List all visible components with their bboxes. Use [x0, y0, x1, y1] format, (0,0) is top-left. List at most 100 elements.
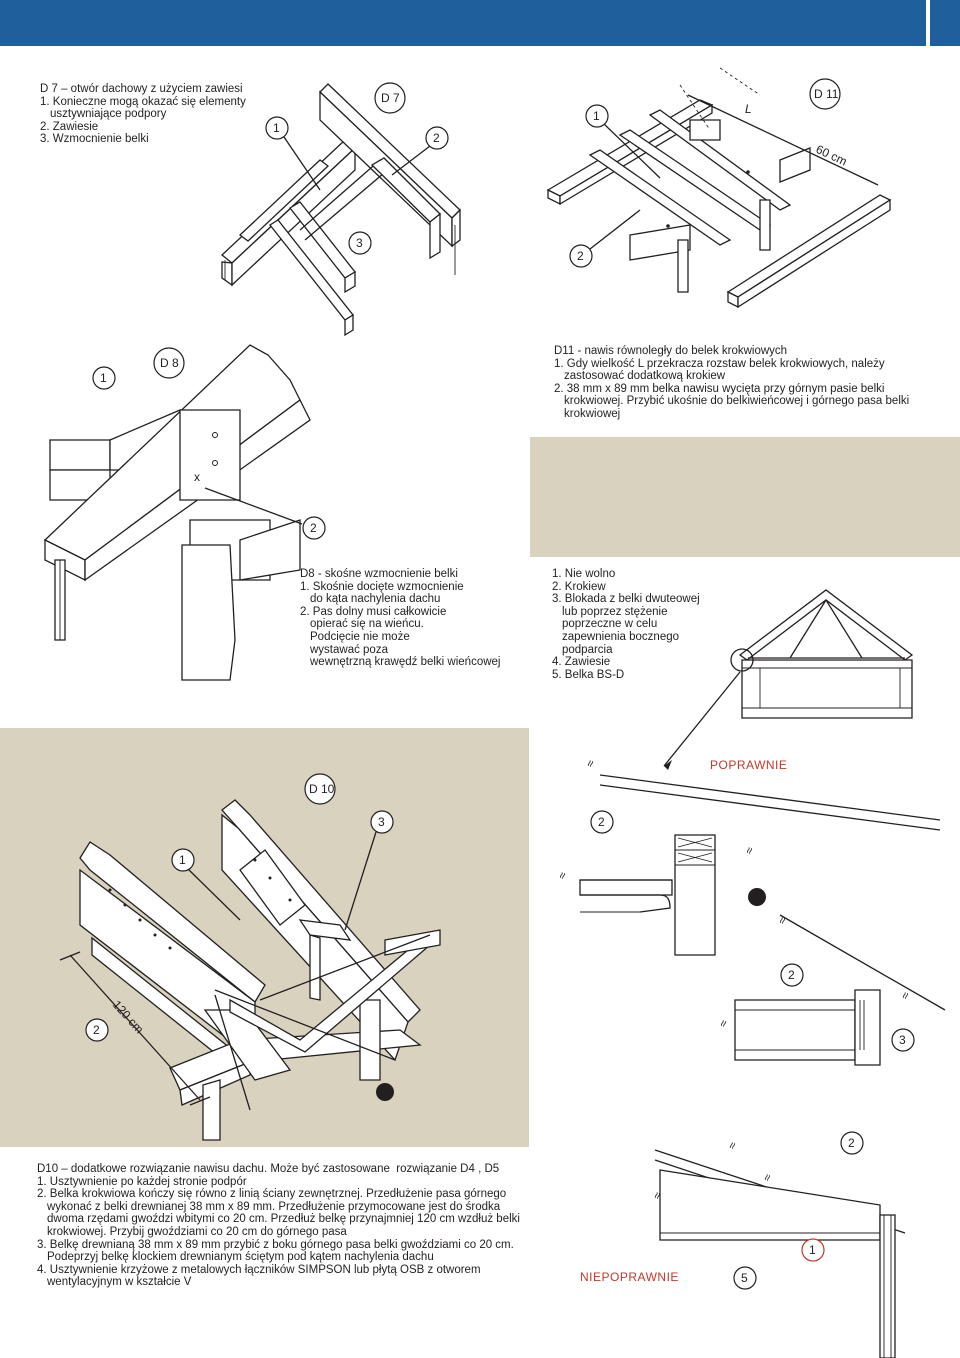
legend-item: 1. Nie wolno: [552, 568, 616, 580]
d8-description: D8 - skośne wzmocnienie belki 1. Skośnie…: [300, 568, 500, 669]
d10-callout-3: [370, 810, 394, 834]
svg-text:≈: ≈: [725, 1140, 741, 1151]
d10-tag-circle: [304, 773, 336, 805]
detail-incorrect-c: ≈ ≈ ≈ 2 1 5: [650, 1131, 906, 1358]
correct-label: POPRAWNIE: [710, 758, 788, 772]
detail-c-callout-5: [733, 1266, 757, 1290]
d11-title: D11 - nawis równoległy do belek krokwiow…: [554, 345, 788, 357]
d10-item: Podeprzyj belkę klockiem drewnianym ścię…: [47, 1251, 434, 1264]
d7-tag: D 7: [381, 91, 400, 105]
d10-description: D10 – dodatkowe rozwiązanie nawisu dachu…: [37, 1163, 520, 1289]
legend-item: 4. Zawiesie: [552, 656, 611, 669]
svg-text:2: 2: [788, 968, 795, 982]
d10-callout-1: [171, 848, 195, 872]
d11-item: 1. Gdy wielkość L przekracza rozstaw bel…: [554, 357, 885, 370]
d7-item: usztywniające podpory: [50, 108, 167, 121]
d10-callout-2: [85, 1018, 109, 1042]
d7-item: 3. Wzmocnienie belki: [40, 133, 149, 146]
d7-callout-1: [265, 116, 289, 140]
svg-text:1: 1: [593, 109, 600, 123]
d10-item: wykonać z belki drewnianej 38 mm x 89 mm…: [47, 1200, 501, 1213]
d8-x-mark: x: [194, 470, 200, 484]
d11-dim-l: L: [745, 102, 752, 116]
detail-b-callout-2: [780, 963, 804, 987]
d11-item: zastosować dodatkową krokiew: [564, 370, 726, 383]
detail-b-callout-3: [891, 1028, 915, 1052]
d10-dim: 120 cm: [110, 998, 147, 1037]
svg-text:≈: ≈: [898, 990, 914, 1001]
svg-text:≈: ≈: [555, 870, 571, 881]
d11-callout-2: [569, 244, 593, 268]
svg-text:≈: ≈: [650, 1190, 666, 1201]
d7-title: D 7 – otwór dachowy z użyciem zawiesi: [40, 83, 243, 95]
detail-c-callout-2: [840, 1131, 864, 1155]
legend-item: 3. Blokada z belki dwuteowej: [552, 593, 700, 606]
detail-c-callout-1: [801, 1238, 825, 1262]
svg-text:≈: ≈: [760, 1172, 776, 1183]
d7-drawing: [221, 83, 461, 337]
d8-item: 1. Skośnie docięte wzmocnienie: [300, 580, 464, 593]
d10-drawing: [59, 799, 441, 1141]
legend-right: 1. Nie wolno 2. Krokiew 3. Blokada z bel…: [552, 568, 700, 681]
d11-item: krokwiowej. Przybić ukośnie do belkiwień…: [564, 395, 910, 408]
d8-drawing: x: [43, 344, 311, 681]
d11-item: krokwiowej: [564, 407, 621, 420]
d10-item: 2. Belka krokwiowa kończy się równo z li…: [37, 1188, 507, 1201]
d11-dim-60: 60 cm: [814, 142, 850, 169]
corner-tab: [926, 0, 960, 46]
d8-item: wewnętrzną krawędź belki wieńcowej: [310, 656, 501, 669]
svg-text:2: 2: [433, 131, 440, 145]
svg-text:2: 2: [848, 1136, 855, 1150]
svg-text:1: 1: [273, 121, 280, 135]
d8-title: D8 - skośne wzmocnienie belki: [300, 568, 458, 580]
detail-correct-b: ≈ ≈ ≈ 2 3: [716, 914, 946, 1066]
legend-item: zapewnienia bocznego: [562, 630, 680, 643]
header-bar: [0, 0, 926, 46]
legend-item: poprzeczne w celu: [562, 618, 658, 631]
legend-item: 5. Belka BS-D: [552, 668, 625, 681]
d7-tag-circle: [374, 82, 406, 114]
zoom-circle: [730, 648, 754, 672]
d10-tag: D 10: [309, 782, 335, 796]
d8-callouts: D 8 1 2: [92, 347, 326, 540]
d8-callout-2: [302, 516, 326, 540]
legend-item: 2. Krokiew: [552, 580, 606, 593]
svg-text:≈: ≈: [742, 845, 758, 856]
d8-item: wystawać poza: [310, 643, 388, 656]
d10-title: D10 – dodatkowe rozwiązanie nawisu dachu…: [37, 1163, 500, 1175]
svg-text:1: 1: [179, 853, 186, 867]
d11-item: 2. 38 mm x 89 mm belka nawisu wycięta pr…: [554, 382, 885, 395]
d8-callout-1: [92, 366, 116, 390]
d10-item: dwoma rzędami gwoździ wbitymi co 20 cm. …: [47, 1213, 520, 1226]
d11-tag: D 11: [814, 87, 839, 101]
detail-correct-a: ≈ ≈ ≈ 2: [555, 758, 941, 956]
d7-description: D 7 – otwór dachowy z użyciem zawiesi 1.…: [40, 83, 246, 146]
svg-text:2: 2: [310, 521, 317, 535]
d8-item: 2. Pas dolny musi całkowicie: [300, 605, 447, 618]
svg-text:3: 3: [378, 815, 385, 829]
d11-tag-circle: [809, 78, 841, 110]
beige-panel-right: [530, 437, 960, 557]
svg-text:2: 2: [93, 1023, 100, 1037]
d7-callouts: D 7 1 2 3: [265, 82, 449, 255]
svg-text:≈: ≈: [583, 758, 599, 769]
d7-callout-3: [348, 231, 372, 255]
d11-callout-1: [585, 104, 609, 128]
d10-item: krokwiowej. Przybij gwoździami co 20 cm …: [47, 1225, 347, 1238]
d8-tag-circle: [153, 347, 185, 379]
svg-text:3: 3: [899, 1033, 906, 1047]
d10-item: wentylacyjnym w kształcie V: [47, 1276, 192, 1289]
detail-a-dot: [748, 888, 766, 906]
incorrect-label: NIEPOPRAWNIE: [580, 1270, 679, 1284]
svg-text:3: 3: [356, 236, 363, 250]
d7-item: 2. Zawiesie: [40, 120, 99, 133]
svg-text:2: 2: [577, 249, 584, 263]
d8-item: opierać się na wieńcu.: [310, 618, 424, 631]
svg-text:1: 1: [100, 371, 107, 385]
d8-item: Podcięcie nie może: [310, 630, 410, 643]
d7-callout-2: [425, 126, 449, 150]
d10-dot-4: [376, 1083, 394, 1101]
d10-item: 4. Usztywnienie krzyżowe z metalowych łą…: [37, 1263, 481, 1276]
d8-tag: D 8: [160, 356, 179, 370]
